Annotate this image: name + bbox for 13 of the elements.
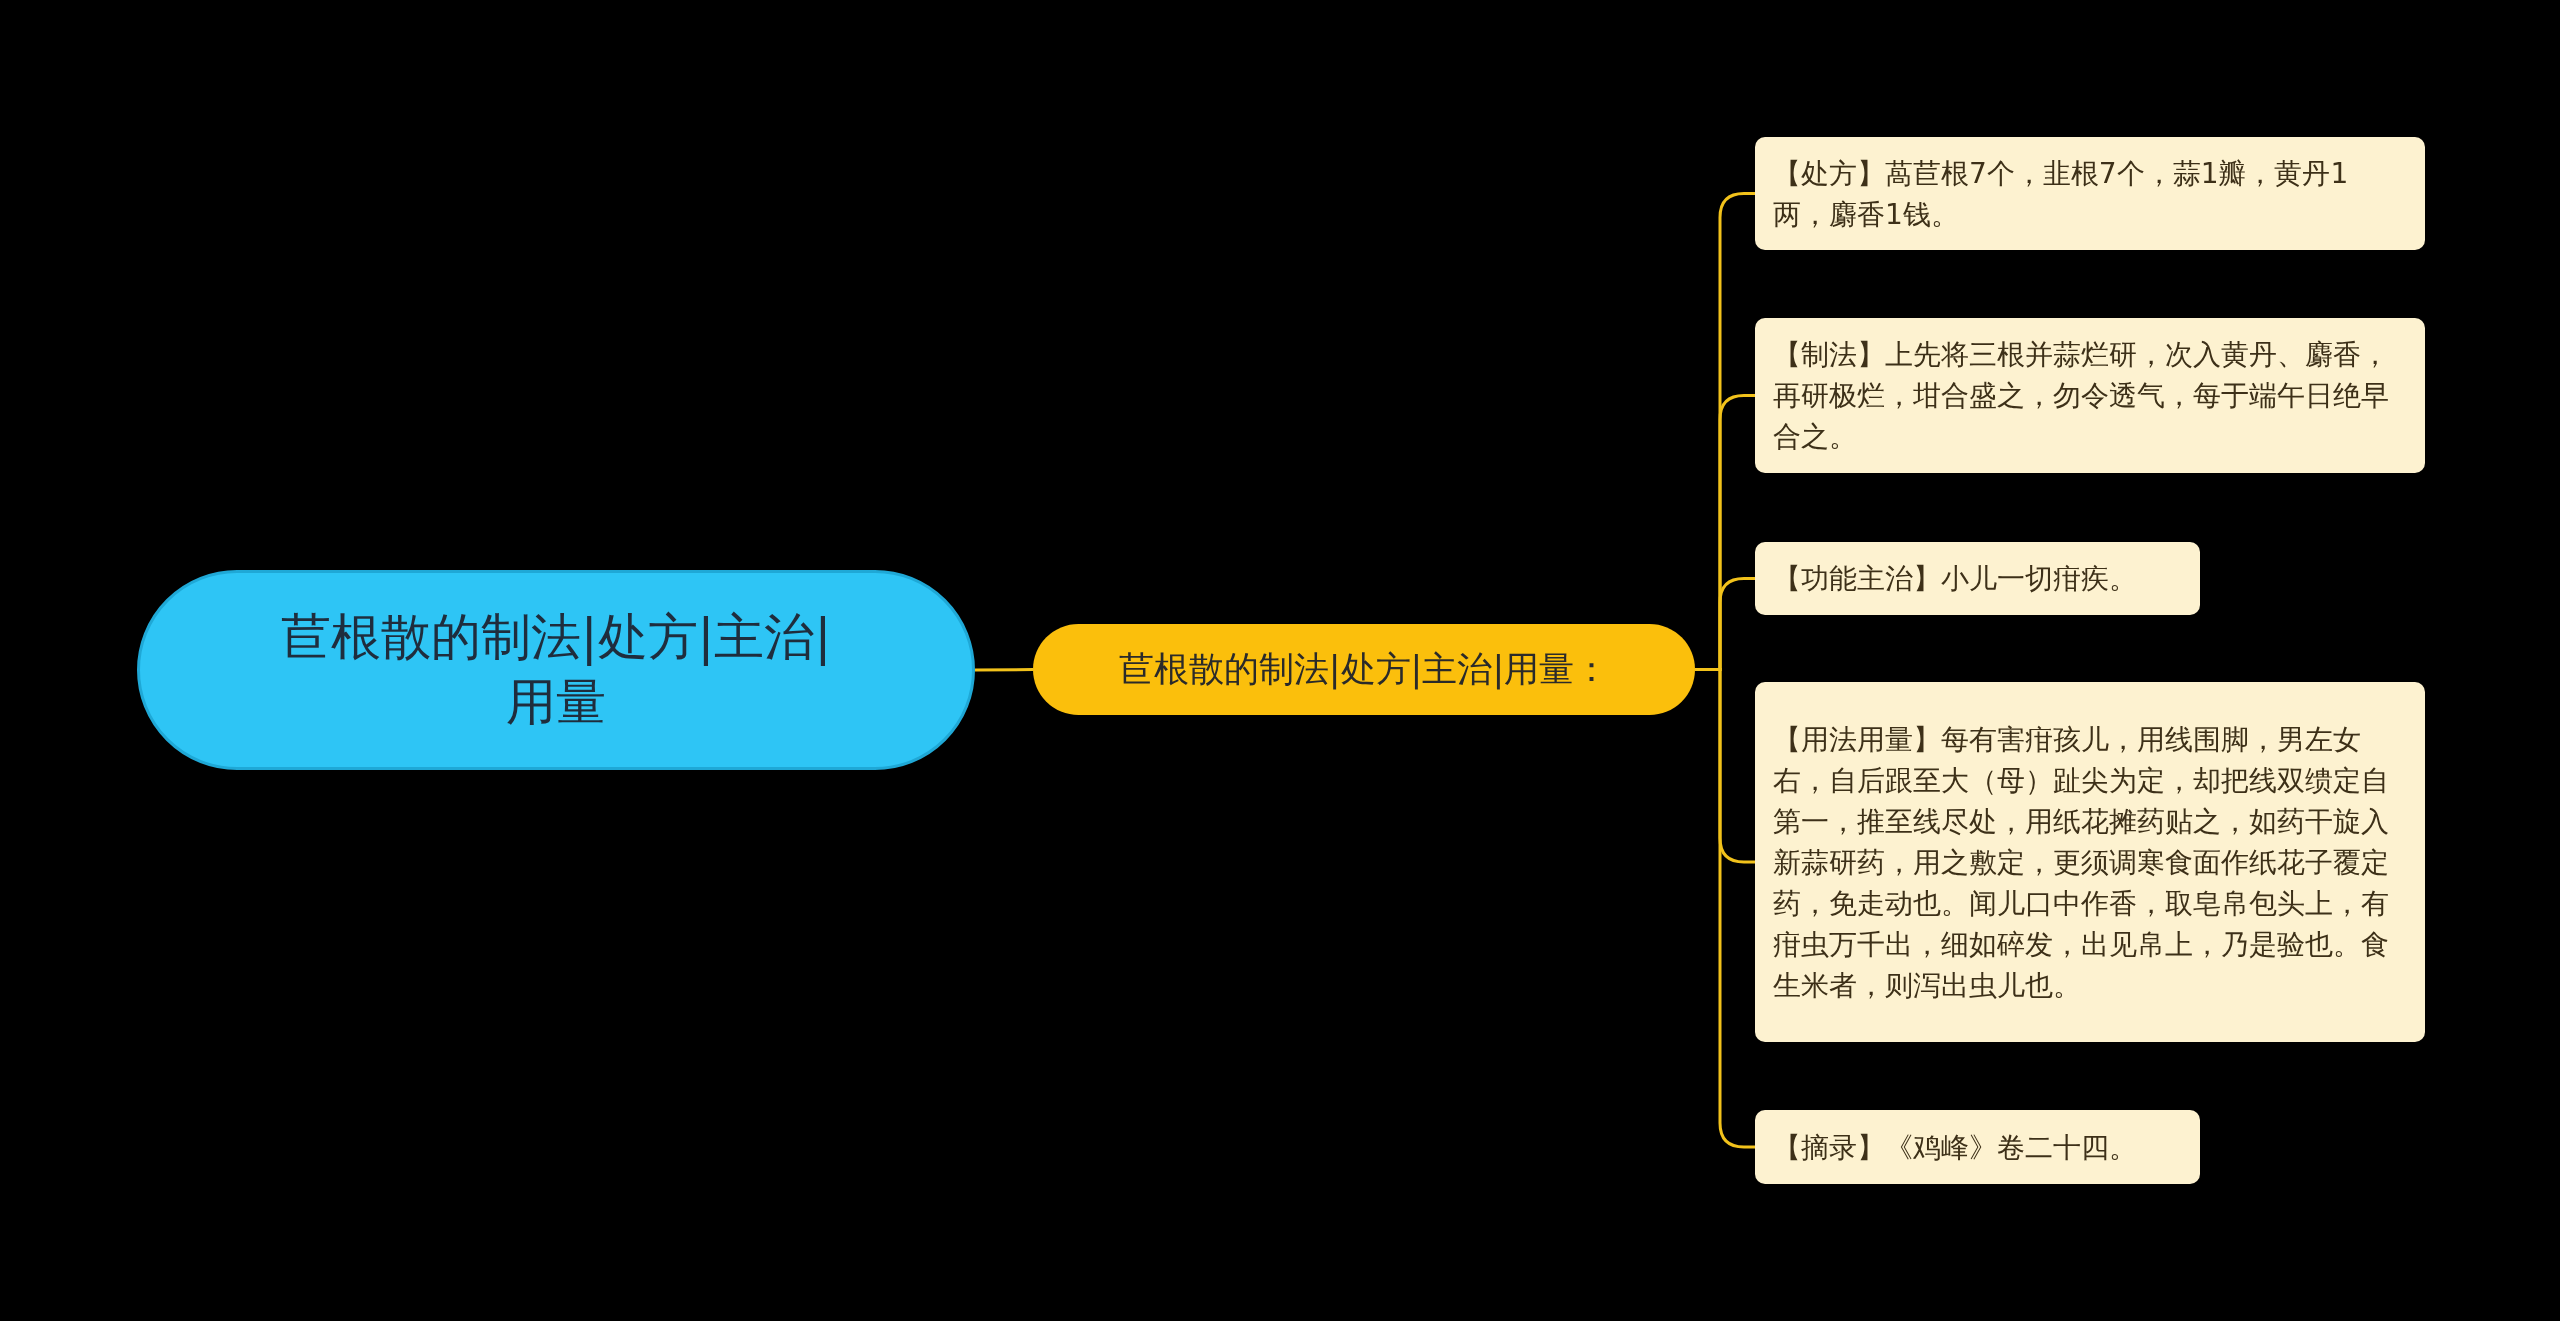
connector-line bbox=[975, 668, 1033, 672]
subtopic-card bbox=[1755, 137, 2425, 250]
topic-text: 【用法用量】每有害疳孩儿，用线围脚，男左女右，自后跟至大（母）趾尖为定，却把线双缋定自第一，推至线尽处，用纸花摊药贴之，如药干旋入新蒜研药，用之敷定，更须调寒食面作纸花子覆定药，免走动也。闻儿口中作香，取皂帛包头上，有疳虫万千出，细如碎发，出见帛上，乃是验也。食生米者，则泻出虫儿也。 bbox=[1773, 721, 2390, 1004]
subtopic-card bbox=[1755, 1110, 2200, 1184]
topic-text: 苣根散的制法|处方|主治|用量： bbox=[1118, 648, 1610, 692]
topic-text: 苣根散的制法|处方|主治|用量 bbox=[279, 607, 833, 733]
topic-text: 【摘录】《鸡峰》卷二十四。 bbox=[1773, 1129, 2137, 1166]
topic-text: 【制法】上先将三根并蒜烂研，次入黄丹、麝香，再研极烂，坩合盛之，勿令透气，每于端午日绝早合之。 bbox=[1773, 337, 2390, 455]
subtopic-card bbox=[1755, 542, 2200, 615]
subtopic-card bbox=[1755, 682, 2425, 1042]
topic-text: 【功能主治】小儿一切疳疾。 bbox=[1773, 561, 2137, 597]
subtopic-card bbox=[1755, 318, 2425, 473]
topic-text: 【处方】萵苣根7个，韭根7个，蒜1瓣，黄丹1两，麝香1钱。 bbox=[1773, 155, 2350, 233]
